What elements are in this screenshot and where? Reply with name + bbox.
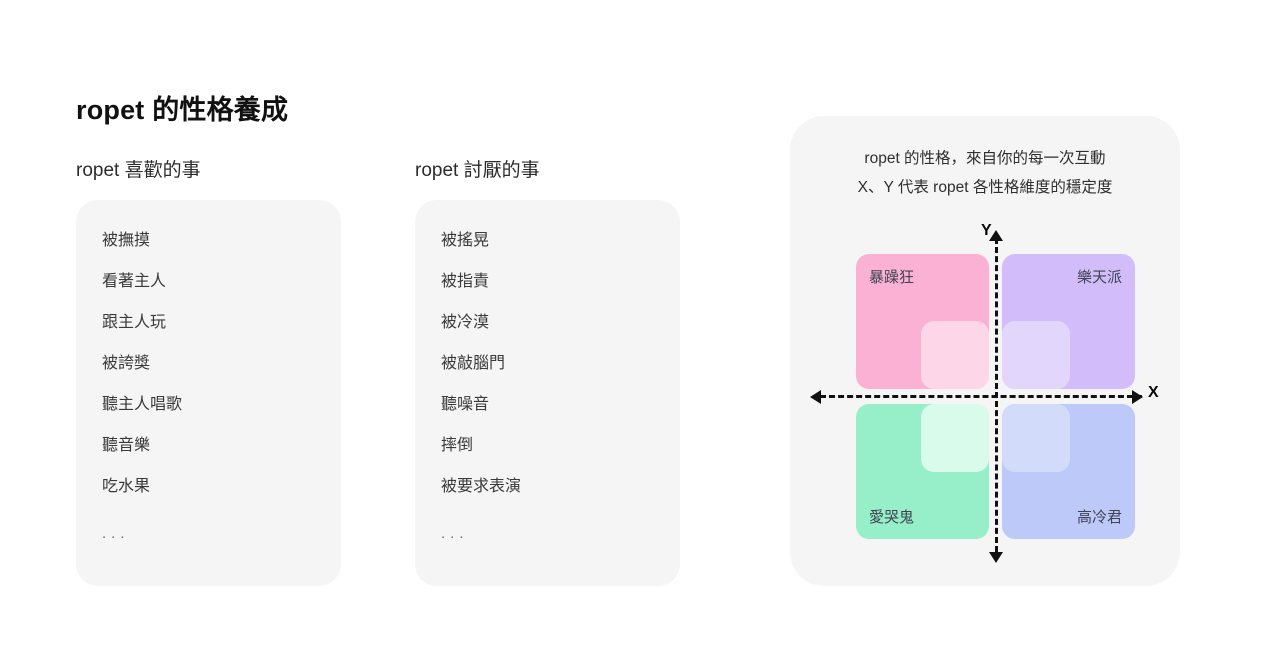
- list-item: 聽音樂: [102, 437, 151, 454]
- quadrant-inner-highlight: [921, 404, 989, 472]
- page-title: ropet 的性格養成: [76, 95, 289, 125]
- list-item: 看著主人: [102, 273, 167, 290]
- quadrant-label: 樂天派: [1076, 269, 1122, 286]
- quadrant-top-right: 樂天派: [1002, 254, 1135, 389]
- list-item: 被指責: [441, 273, 490, 290]
- list-more-indicator: ...: [102, 525, 130, 542]
- hates-heading: ropet 討厭的事: [415, 160, 540, 181]
- y-axis-label: Y: [981, 222, 992, 239]
- hates-list-card: 被搖晃 被指責 被冷漠 被敲腦門 聽噪音 摔倒 被要求表演 ...: [415, 200, 680, 586]
- panel-caption-line-1: ropet 的性格，來自你的每一次互動: [864, 150, 1106, 167]
- list-more-indicator: ...: [441, 525, 469, 542]
- quadrant-bottom-left: 愛哭鬼: [856, 404, 989, 539]
- arrow-up-icon: [989, 230, 1003, 241]
- arrow-left-icon: [810, 390, 821, 404]
- list-item: 被冷漠: [441, 314, 490, 331]
- list-item: 聽主人唱歌: [102, 396, 183, 413]
- quadrant-inner-highlight: [1002, 321, 1070, 389]
- quadrant-top-left: 暴躁狂: [856, 254, 989, 389]
- list-item: 被要求表演: [441, 478, 522, 495]
- arrow-down-icon: [989, 552, 1003, 563]
- list-item: 被敲腦門: [441, 355, 506, 372]
- personality-quadrant-panel: ropet 的性格，來自你的每一次互動 X、Y 代表 ropet 各性格維度的穩…: [790, 116, 1180, 586]
- list-item: 摔倒: [441, 437, 474, 454]
- list-item: 被搖晃: [441, 232, 490, 249]
- panel-caption: ropet 的性格，來自你的每一次互動 X、Y 代表 ropet 各性格維度的穩…: [790, 144, 1180, 202]
- quadrant-label: 愛哭鬼: [869, 509, 915, 526]
- arrow-right-icon: [1132, 390, 1143, 404]
- likes-heading: ropet 喜歡的事: [76, 160, 201, 181]
- list-item: 被撫摸: [102, 232, 151, 249]
- x-axis-label: X: [1148, 384, 1159, 401]
- quadrant-plot: Y X 暴躁狂 樂天派 愛哭鬼 高冷君: [808, 222, 1162, 564]
- quadrant-inner-highlight: [921, 321, 989, 389]
- panel-caption-line-2: X、Y 代表 ropet 各性格維度的穩定度: [857, 179, 1113, 196]
- x-axis-line: [820, 395, 1142, 398]
- quadrant-label: 高冷君: [1076, 509, 1122, 526]
- likes-column: ropet 喜歡的事 被撫摸 看著主人 跟主人玩 被誇獎 聽主人唱歌 聽音樂 吃…: [76, 155, 341, 586]
- hates-column: ropet 討厭的事 被搖晃 被指責 被冷漠 被敲腦門 聽噪音 摔倒 被要求表演…: [415, 155, 680, 586]
- list-item: 吃水果: [102, 478, 151, 495]
- list-item: 跟主人玩: [102, 314, 167, 331]
- list-item: 被誇獎: [102, 355, 151, 372]
- list-item: 聽噪音: [441, 396, 490, 413]
- likes-list-card: 被撫摸 看著主人 跟主人玩 被誇獎 聽主人唱歌 聽音樂 吃水果 ...: [76, 200, 341, 586]
- quadrant-bottom-right: 高冷君: [1002, 404, 1135, 539]
- quadrant-label: 暴躁狂: [869, 269, 915, 286]
- quadrant-inner-highlight: [1002, 404, 1070, 472]
